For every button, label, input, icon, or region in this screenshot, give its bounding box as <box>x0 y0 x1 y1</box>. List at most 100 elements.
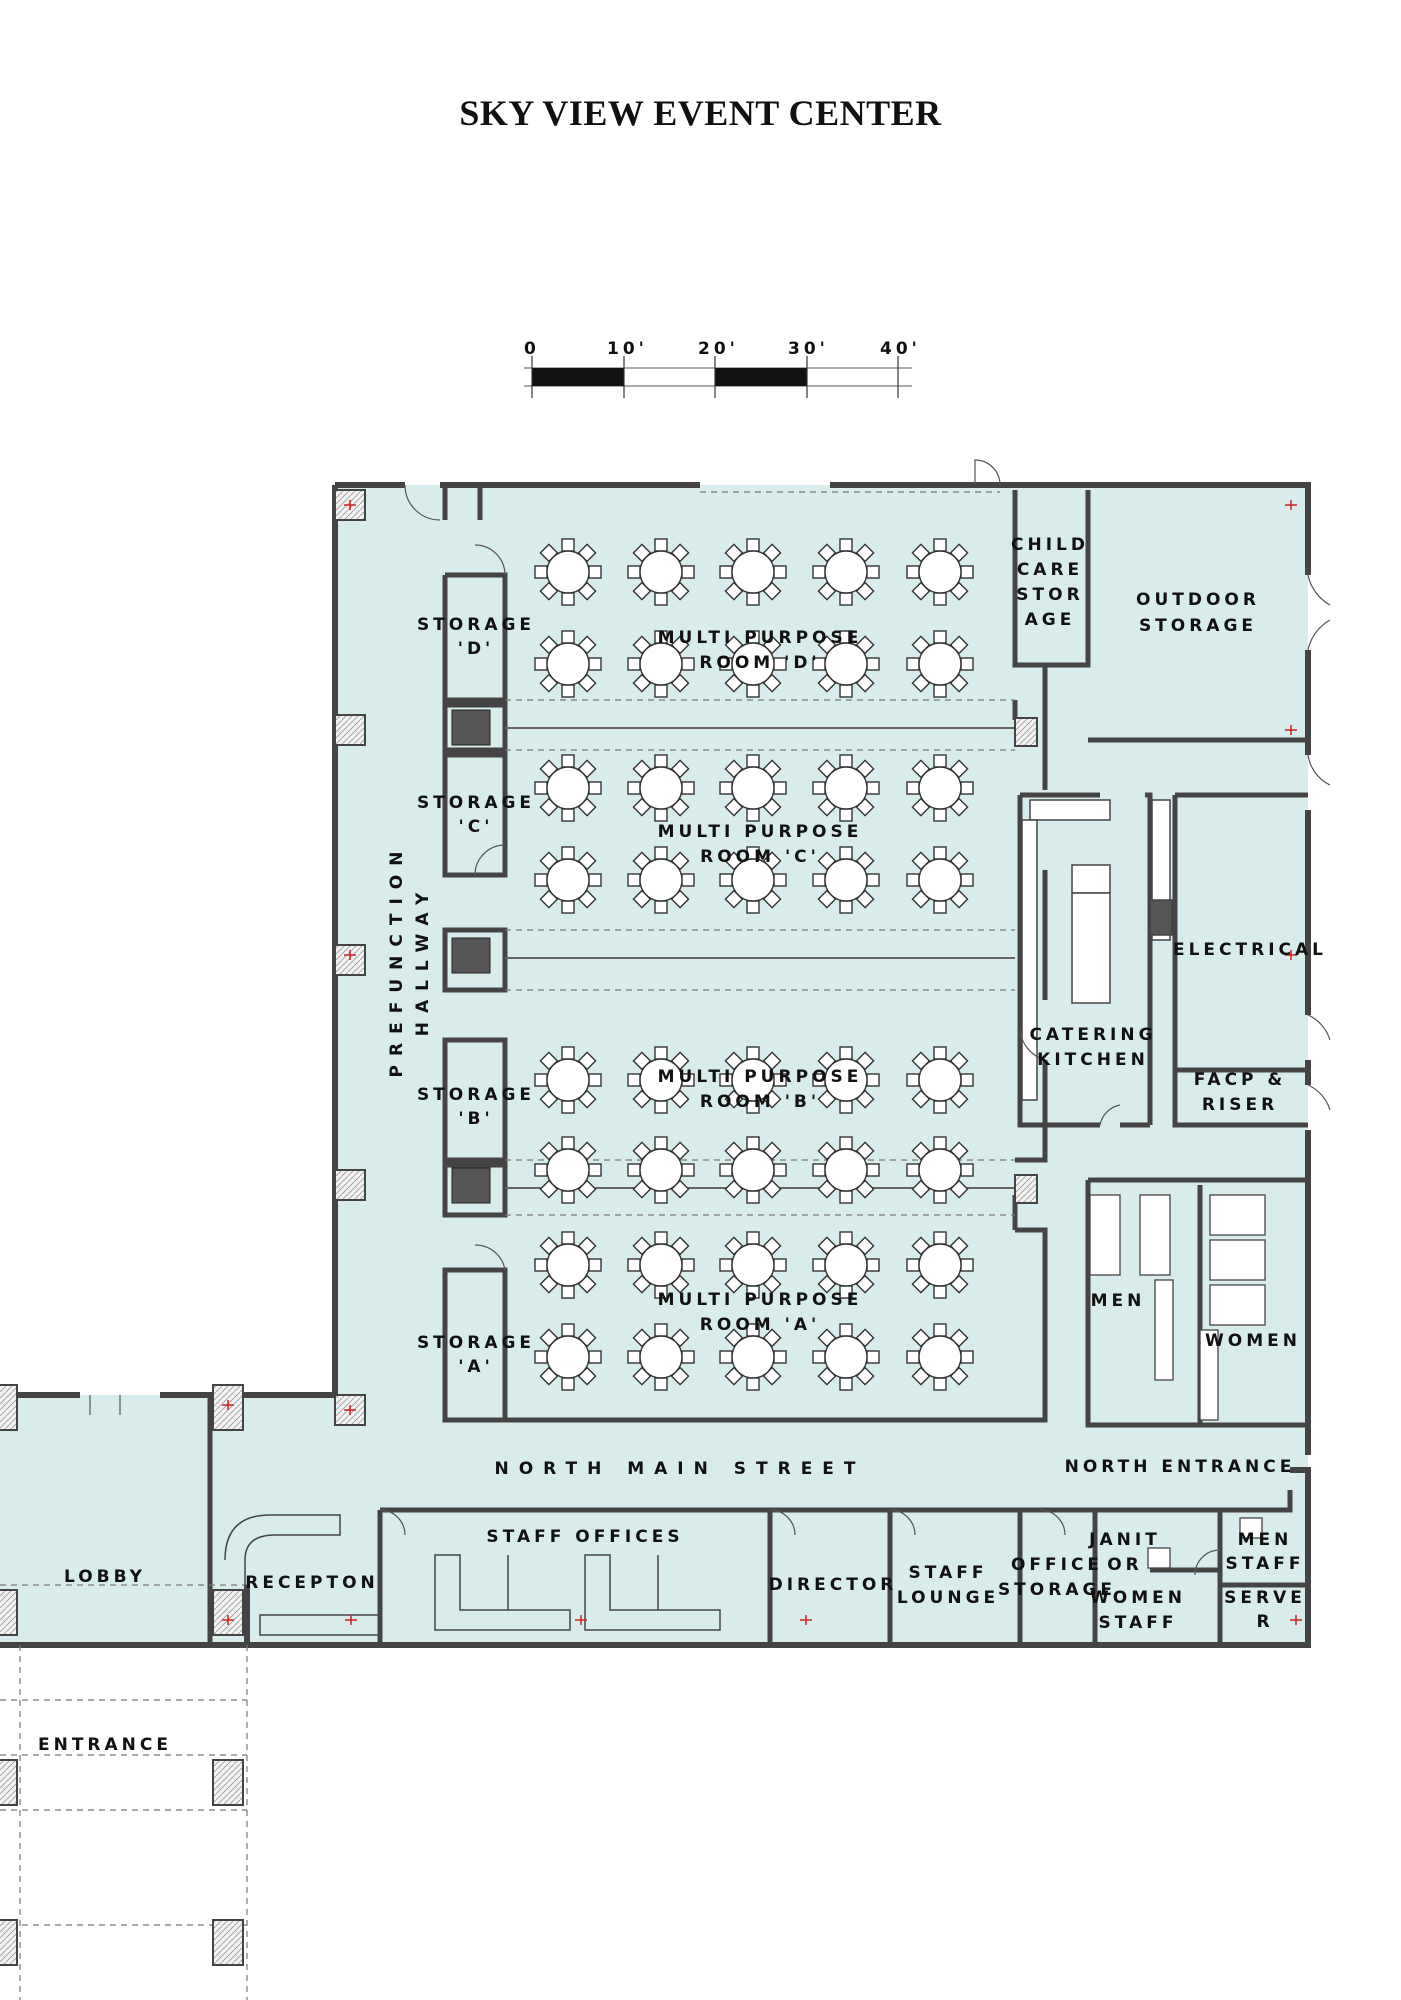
round-table-with-chairs <box>719 1323 787 1391</box>
chair <box>812 565 826 579</box>
chair <box>561 1100 575 1114</box>
door <box>404 484 441 521</box>
chair <box>681 1258 695 1272</box>
chair <box>627 1073 641 1087</box>
reception-desk <box>224 1514 341 1645</box>
chair <box>746 538 760 552</box>
equipment <box>1149 899 1173 936</box>
chair <box>906 781 920 795</box>
round-table <box>639 858 683 902</box>
chair <box>933 1190 947 1204</box>
chair <box>588 781 602 795</box>
chair <box>561 1046 575 1060</box>
door <box>89 1395 121 1415</box>
chair <box>839 1190 853 1204</box>
door <box>974 459 1001 486</box>
round-table <box>546 550 590 594</box>
round-table-with-chairs <box>906 1231 974 1299</box>
stall <box>1209 1239 1266 1281</box>
door <box>1307 754 1331 786</box>
round-table <box>639 642 683 686</box>
chair <box>812 781 826 795</box>
chair <box>654 808 668 822</box>
round-table-with-chairs <box>719 538 787 606</box>
chair <box>960 1073 974 1087</box>
room-label-storage-d: STORAGE'D' <box>417 615 535 659</box>
chair <box>627 1350 641 1364</box>
chair <box>960 1163 974 1177</box>
chair <box>627 1163 641 1177</box>
chair <box>933 1046 947 1060</box>
round-table <box>918 1058 962 1102</box>
chair <box>839 846 853 860</box>
round-table <box>824 858 868 902</box>
round-table <box>731 1335 775 1379</box>
room-label-north-entrance: NORTH ENTRANCE <box>1065 1457 1296 1477</box>
chair <box>839 1377 853 1391</box>
round-table-with-chairs <box>812 538 880 606</box>
round-table-with-chairs <box>534 754 602 822</box>
room-label-north-main-street: NORTH MAIN STREET <box>494 1459 865 1479</box>
restroom-fixtures <box>1089 1194 1266 1569</box>
chair <box>561 754 575 768</box>
column <box>1014 717 1038 747</box>
chair <box>933 1100 947 1114</box>
room-label-director: DIRECTOR <box>769 1575 898 1595</box>
round-table-with-chairs <box>812 754 880 822</box>
round-table-with-chairs <box>812 630 880 698</box>
chair <box>812 873 826 887</box>
chair <box>534 1163 548 1177</box>
door <box>1099 1104 1121 1126</box>
chair <box>839 1231 853 1245</box>
office-furniture <box>224 1514 721 1645</box>
stall <box>1089 1194 1121 1276</box>
scale-tick-label: 40' <box>880 339 921 359</box>
door <box>1194 1549 1221 1576</box>
scale-bar-segment <box>715 368 807 386</box>
chair <box>960 1258 974 1272</box>
chair <box>746 754 760 768</box>
chair <box>627 873 641 887</box>
chair <box>933 1323 947 1337</box>
chair <box>654 754 668 768</box>
round-table <box>824 1058 868 1102</box>
chair <box>534 1258 548 1272</box>
chair <box>654 1190 668 1204</box>
column <box>0 1759 18 1806</box>
round-table-with-chairs <box>534 846 602 914</box>
chair <box>933 1136 947 1150</box>
chair <box>773 1163 787 1177</box>
page-title: SKY VIEW EVENT CENTER <box>459 93 942 133</box>
round-table-with-chairs <box>627 1323 695 1391</box>
round-table-with-chairs <box>534 1323 602 1391</box>
chair <box>906 1163 920 1177</box>
chair <box>866 1163 880 1177</box>
round-table <box>731 1148 775 1192</box>
chair <box>746 1231 760 1245</box>
chair <box>906 1073 920 1087</box>
round-table-with-chairs <box>906 538 974 606</box>
room-label-storage-c: STORAGE'C' <box>417 793 535 837</box>
round-table <box>546 1243 590 1287</box>
round-table <box>546 1058 590 1102</box>
round-table <box>546 766 590 810</box>
round-table-with-chairs <box>627 1136 695 1204</box>
equipment-block <box>451 709 491 746</box>
equipment-block <box>451 1167 491 1204</box>
column <box>212 1919 244 1966</box>
chair <box>866 1073 880 1087</box>
chair <box>719 873 733 887</box>
chair <box>839 754 853 768</box>
column <box>334 714 366 746</box>
round-table-with-chairs <box>812 1136 880 1204</box>
round-table-with-chairs <box>906 630 974 698</box>
chair <box>534 1350 548 1364</box>
column <box>1014 1174 1038 1204</box>
round-table <box>731 550 775 594</box>
chair <box>654 1323 668 1337</box>
